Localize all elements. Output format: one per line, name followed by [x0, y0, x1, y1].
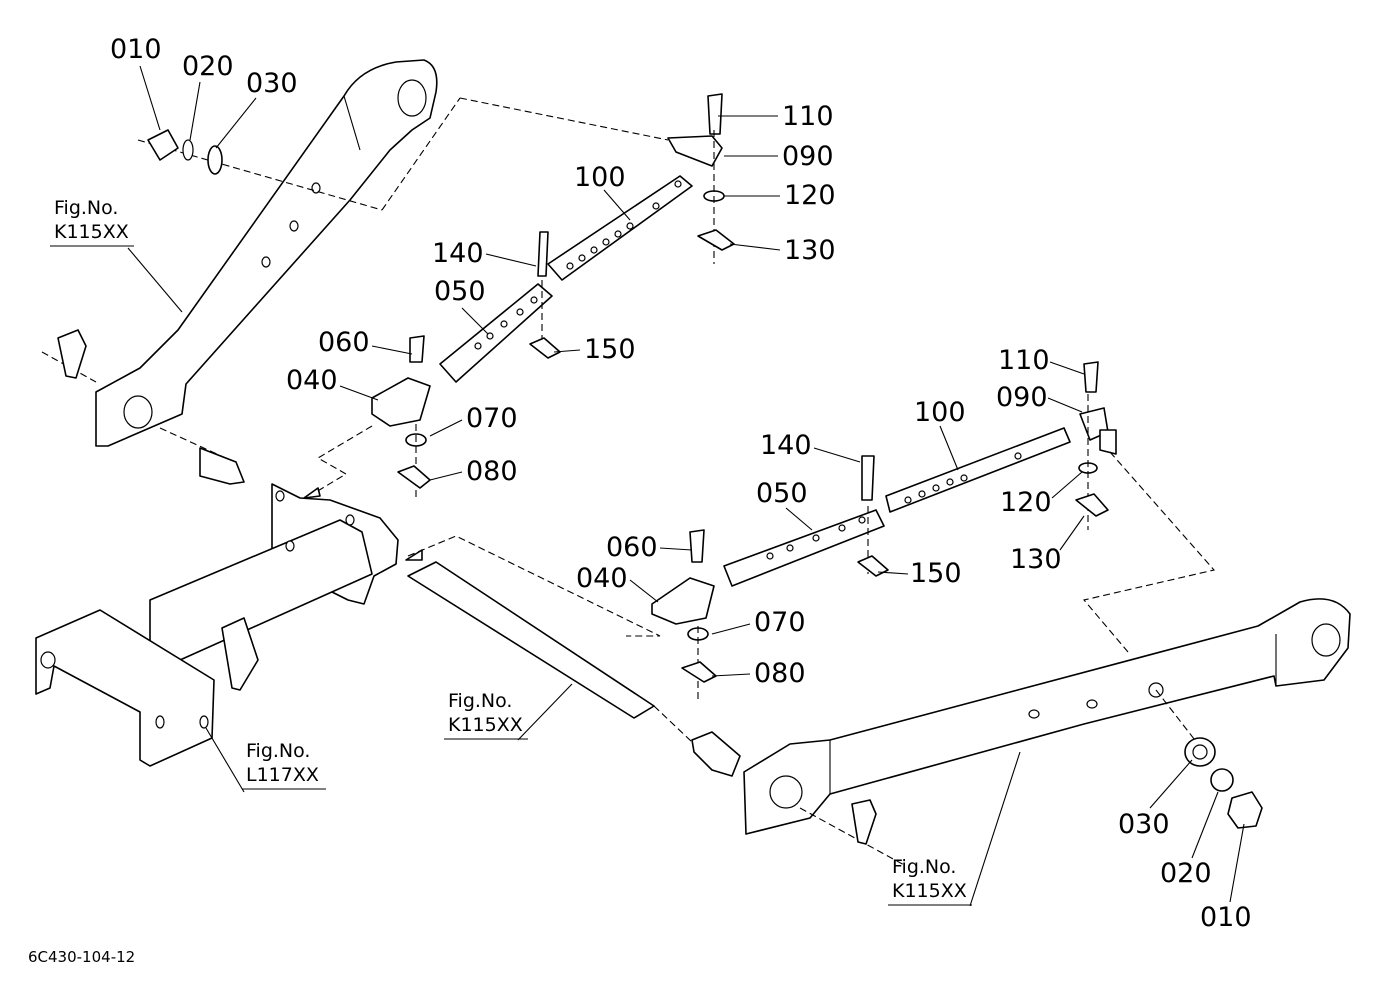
upper-left-lower-link-arm	[95, 59, 438, 461]
callout-r110b: 110	[998, 345, 1050, 376]
callout-r060: 060	[606, 532, 658, 563]
callout-b010: 010	[1200, 902, 1252, 933]
callout-l080: 080	[466, 456, 518, 487]
figure-ref-line1: Fig.No.	[54, 197, 118, 219]
upper-left-nut-washer-set	[137, 129, 383, 211]
callout-r140: 140	[760, 430, 812, 461]
right-stabilizer-assembly	[651, 361, 1117, 700]
figure-references: Fig.No.K115XXFig.No.K115XXFig.No.L117XXF…	[50, 197, 972, 906]
left-mount-arrow-line	[305, 425, 373, 499]
drawing-code: 6C430-104-12	[28, 948, 135, 966]
callout-r050: 050	[756, 478, 808, 509]
cross-shaft	[407, 535, 741, 777]
callout-l060: 060	[318, 327, 370, 358]
callout-l010: 010	[110, 34, 162, 65]
callout-r070: 070	[754, 607, 806, 638]
callout-l020: 020	[182, 51, 234, 82]
callout-l150: 150	[584, 334, 636, 365]
callout-r130: 130	[784, 235, 836, 266]
figure-ref-ref-lower-right: Fig.No.K115XX	[888, 856, 972, 906]
upper-left-linch-pin	[41, 329, 97, 383]
figure-ref-line2: K115XX	[892, 880, 967, 902]
callout-r120: 120	[784, 180, 836, 211]
figure-ref-line1: Fig.No.	[246, 740, 310, 762]
left-arm-link-leader	[381, 97, 461, 211]
callout-l030: 030	[246, 68, 298, 99]
callout-l100: 100	[574, 162, 626, 193]
figure-ref-line2: L117XX	[246, 764, 319, 786]
callout-l040: 040	[286, 365, 338, 396]
callout-r040: 040	[576, 563, 628, 594]
callout-r150: 150	[910, 558, 962, 589]
callout-b020: 020	[1160, 858, 1212, 889]
figure-ref-ref-frame: Fig.No.L117XX	[242, 740, 326, 790]
callout-labels: 0100200301100901201301001400501500600400…	[110, 34, 1252, 933]
callout-r100: 100	[914, 397, 966, 428]
callout-r110: 110	[782, 101, 834, 132]
callout-leader-lines	[127, 65, 1245, 907]
assembly-arrows	[303, 487, 423, 561]
lower-right-nut-washer-set	[1184, 737, 1263, 829]
callout-r080: 080	[754, 658, 806, 689]
lower-right-linch-pin	[799, 799, 907, 867]
callout-b030: 030	[1118, 809, 1170, 840]
callout-r120b: 120	[1000, 487, 1052, 518]
right-stabilizer-leader	[1082, 451, 1216, 653]
left-stabilizer-leader	[459, 97, 669, 141]
callout-r090: 090	[782, 141, 834, 172]
callout-r130b: 130	[1010, 544, 1062, 575]
figure-ref-line2: K115XX	[448, 714, 523, 736]
upper-left-spacer	[199, 447, 245, 485]
callout-l050: 050	[434, 276, 486, 307]
figure-ref-line2: K115XX	[54, 221, 129, 243]
left-stabilizer-assembly	[371, 93, 735, 498]
figure-ref-ref-upper-left: Fig.No.K115XX	[50, 197, 134, 247]
figure-ref-line1: Fig.No.	[892, 856, 956, 878]
center-frame	[35, 483, 399, 767]
callout-l140: 140	[432, 238, 484, 269]
figure-ref-line1: Fig.No.	[448, 690, 512, 712]
callout-l070: 070	[466, 403, 518, 434]
figure-ref-ref-center: Fig.No.K115XX	[444, 690, 528, 740]
lower-right-lower-link-arm	[743, 598, 1351, 835]
callout-r090b: 090	[996, 382, 1048, 413]
